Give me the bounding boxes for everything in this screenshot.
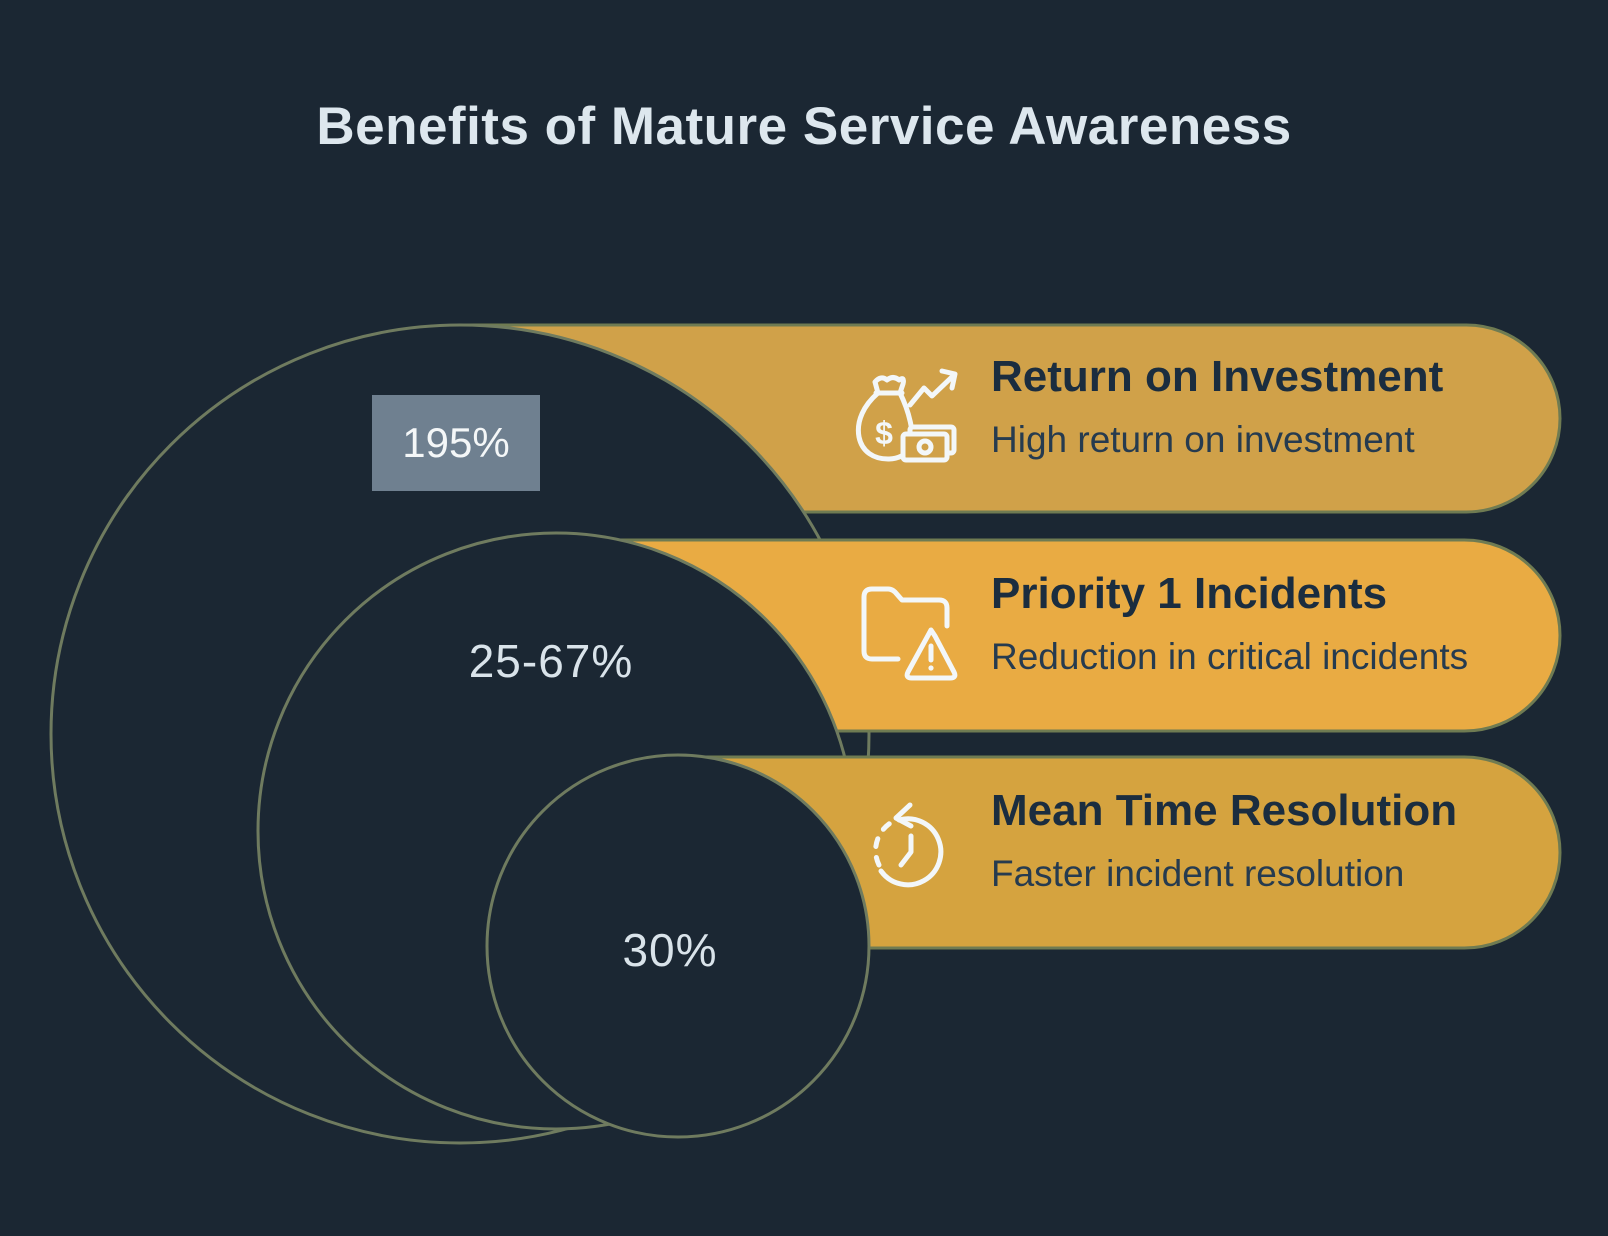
value-label-mtr: 30% [622, 924, 718, 976]
page-title: Benefits of Mature Service Awareness [316, 97, 1292, 156]
svg-text:$: $ [875, 415, 893, 451]
folder-warning-icon [850, 578, 965, 693]
benefit-row-mtr: Mean Time Resolution Faster incident res… [850, 757, 1457, 948]
benefit-row-roi: $ Return on Investment High return on in… [850, 325, 1443, 512]
value-label-incidents: 25-67% [468, 635, 634, 687]
benefit-heading-roi: Return on Investment [991, 351, 1444, 401]
benefit-subtitle-incidents: Reduction in critical incidents [991, 635, 1469, 677]
value-label-roi: 195% [402, 419, 510, 466]
circle-mtr [485, 753, 871, 1139]
time-history-icon [850, 795, 965, 910]
money-bag-growth-icon: $ [850, 361, 965, 476]
benefit-row-incidents: Priority 1 Incidents Reduction in critic… [850, 540, 1468, 731]
benefit-heading-mtr: Mean Time Resolution [991, 785, 1458, 835]
value-box-roi: 195% [372, 395, 540, 491]
benefit-subtitle-mtr: Faster incident resolution [991, 852, 1405, 894]
benefit-subtitle-roi: High return on investment [991, 418, 1415, 460]
benefit-heading-incidents: Priority 1 Incidents [991, 568, 1388, 618]
